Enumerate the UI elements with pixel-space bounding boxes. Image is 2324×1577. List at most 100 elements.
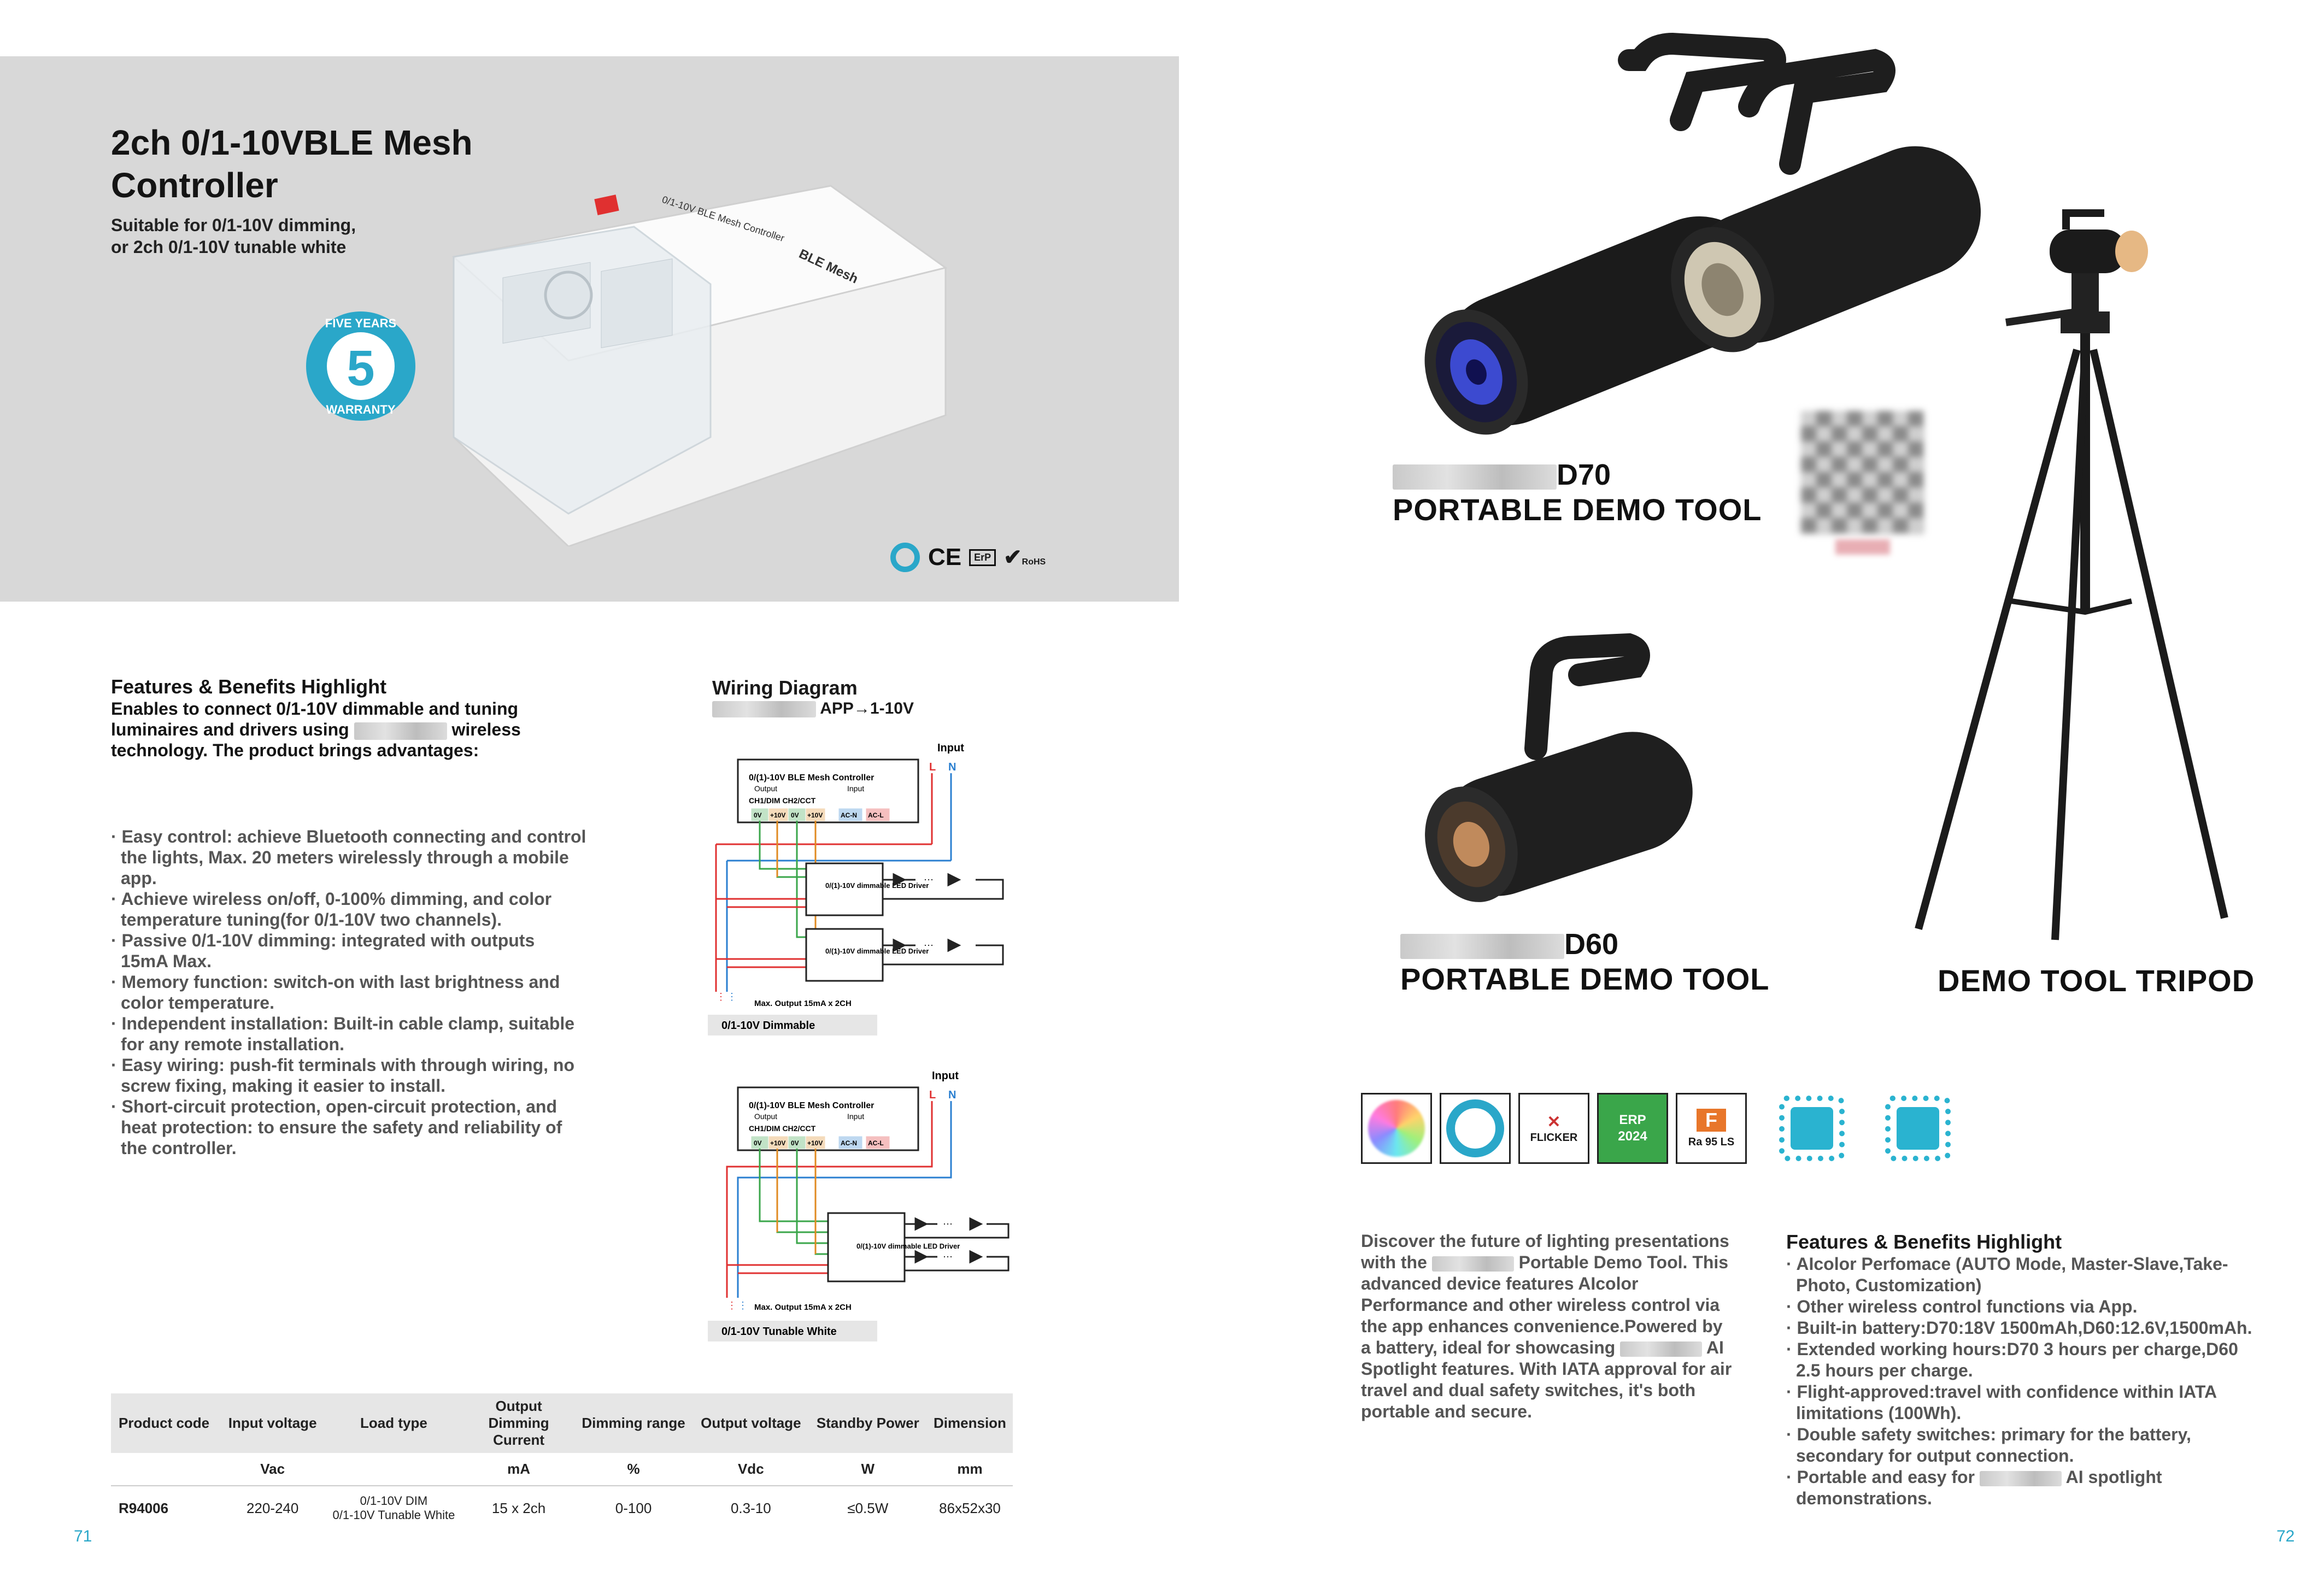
list-item: · Easy wiring: push-fit terminals with t… <box>111 1055 574 1096</box>
table-header: Load type <box>324 1393 464 1453</box>
erp-mark: ErP <box>969 549 996 566</box>
features-intro: Enables to connect 0/1-10V dimmable and … <box>111 699 521 760</box>
terminal-0v: 0V <box>754 1139 762 1147</box>
erp-icon: ERP 2024 <box>1597 1093 1668 1164</box>
max-output-label: Max. Output 15mA x 2CH <box>754 999 852 1008</box>
svg-text:⋮: ⋮ <box>727 991 737 1002</box>
wiring-title: Wiring Diagram <box>712 676 858 699</box>
table-cell: R94006 <box>119 1499 169 1516</box>
chip-color-icon <box>1771 1093 1853 1164</box>
rotate-icon <box>1440 1093 1511 1164</box>
warranty-number: 5 <box>347 340 374 396</box>
table-header: Dimension <box>927 1393 1013 1453</box>
table-header: Standby Power <box>808 1393 927 1453</box>
feature-icons-row: ✕ FLICKER ERP 2024 F Ra 95 LS <box>1361 1093 1959 1164</box>
table-cell: mm <box>927 1453 1013 1486</box>
terminal-10v: +10V <box>807 811 823 819</box>
list-item: · Portable and easy for AI spotlight dem… <box>1786 1467 2162 1508</box>
table-cell: 15 x 2ch <box>491 1499 546 1516</box>
svg-text:L: L <box>929 1089 936 1101</box>
tripod-image <box>1915 209 2228 940</box>
page-number-right: 72 <box>2276 1527 2295 1545</box>
svg-text:···: ··· <box>924 939 934 950</box>
channel-label: CH1/DIM CH2/CCT <box>749 1124 816 1133</box>
qr-code <box>1801 411 1924 556</box>
warranty-bottom-text: WARRANTY <box>326 403 395 416</box>
warranty-top-text: FIVE YEARS <box>325 316 396 330</box>
output-label: Output <box>754 1112 777 1121</box>
redacted-brand <box>1400 933 1564 959</box>
svg-text:L: L <box>929 761 936 773</box>
d60-product-image <box>1425 633 1693 902</box>
diagram-caption: 0/1-10V Dimmable <box>721 1020 815 1032</box>
list-item: · Passive 0/1-10V dimming: integrated wi… <box>111 931 535 971</box>
diagram-caption: 0/1-10V Tunable White <box>721 1326 837 1338</box>
svg-text:···: ··· <box>943 1218 953 1229</box>
list-item: · Easy control: achieve Bluetooth connec… <box>111 827 586 888</box>
page-number-left: 71 <box>74 1527 92 1545</box>
features-list: · Easy control: achieve Bluetooth connec… <box>111 826 586 1158</box>
list-item: · Achieve wireless on/off, 0-100% dimmin… <box>111 889 552 929</box>
list-item: · Short-circuit protection, open-circuit… <box>111 1097 562 1158</box>
energy-class-icon: F Ra 95 LS <box>1676 1093 1747 1164</box>
cert-icons: CE ErP ✔RoHS <box>890 541 1046 574</box>
table-header: Dimming range <box>574 1393 693 1453</box>
chip-cube-icon <box>1877 1093 1959 1164</box>
terminal-0v: 0V <box>791 811 799 819</box>
controller-label: 0/(1)-10V BLE Mesh Controller <box>749 773 874 782</box>
svg-text:⋮: ⋮ <box>727 1300 737 1311</box>
terminal-acl: AC-L <box>868 1139 884 1147</box>
spec-table: Product code Input voltage Load type Out… <box>111 1393 1013 1530</box>
terminal-0v: 0V <box>754 811 762 819</box>
input-small-label: Input <box>847 1112 864 1121</box>
list-item: · Double safety switches: primary for th… <box>1786 1425 2191 1466</box>
svg-text:N: N <box>948 1089 956 1101</box>
d70-name: PORTABLE DEMO TOOL <box>1393 492 1762 527</box>
table-cell: Vac <box>221 1453 324 1486</box>
table-cell <box>324 1453 464 1486</box>
table-units-row: Vac mA % Vdc W mm <box>111 1453 1013 1486</box>
terminal-acl: AC-L <box>868 811 884 819</box>
table-header: Input voltage <box>221 1393 324 1453</box>
list-item: · Independent installation: Built-in cab… <box>111 1014 575 1054</box>
table-cell <box>111 1453 221 1486</box>
table-row: R94006 220-240 0/1-10V DIM 0/1-10V Tunab… <box>111 1486 1013 1530</box>
product-description: Discover the future of lighting presenta… <box>1361 1231 1732 1421</box>
warranty-badge: 5 FIVE YEARS WARRANTY <box>306 311 415 421</box>
redacted-brand <box>1393 464 1557 490</box>
driver-label: 0/(1)-10V dimmable LED Driver <box>856 1242 960 1250</box>
product-subtitle: Suitable for 0/1-10V dimming, or 2ch 0/1… <box>111 215 356 257</box>
table-header: Product code <box>111 1393 221 1453</box>
svg-text:⋮: ⋮ <box>738 1300 748 1311</box>
terminal-10v: +10V <box>770 1139 785 1147</box>
d70-product-image <box>1424 32 1981 435</box>
wiring-subtitle: APP→1-10V <box>712 699 914 718</box>
table-cell: 0/1-10V DIM 0/1-10V Tunable White <box>332 1494 455 1522</box>
table-cell: % <box>574 1453 693 1486</box>
channel-label: CH1/DIM CH2/CCT <box>749 796 816 805</box>
terminal-acn: AC-N <box>841 1139 857 1147</box>
output-label: Output <box>754 784 777 793</box>
input-small-label: Input <box>847 784 864 793</box>
redacted-brand <box>354 722 447 740</box>
list-item: · Extended working hours:D70 3 hours per… <box>1786 1339 2238 1380</box>
features-title-right: Features & Benefits Highlight <box>1786 1231 2062 1253</box>
redacted-brand <box>1620 1341 1703 1357</box>
table-header: Output Dimming Current <box>463 1393 574 1453</box>
features-list-right: · AIcolor Perfomace (AUTO Mode, Master-S… <box>1786 1254 2267 1509</box>
terminal-10v: +10V <box>770 811 785 819</box>
terminal-10v: +10V <box>807 1139 823 1147</box>
page-title: 2ch 0/1-10VBLE Mesh Controller <box>111 123 473 205</box>
wiring-diagram-tunable-white: Input 0/(1)-10V BLE Mesh Controller Outp… <box>708 1070 1010 1341</box>
terminal-0v: 0V <box>791 1139 799 1147</box>
controller-device-image: 0/1-10V BLE Mesh Controller BLE Mesh <box>451 185 948 546</box>
table-cell: 0-100 <box>615 1499 652 1516</box>
list-item: · Flight-approved:travel with confidence… <box>1786 1382 2216 1423</box>
bluetooth-ring-icon <box>890 543 920 572</box>
wiring-diagram-dimmable: Input 0/(1)-10V BLE Mesh Controller Outp… <box>708 742 1004 1035</box>
table-header: Output voltage <box>693 1393 809 1453</box>
input-label: Input <box>932 1070 959 1082</box>
table-header-row: Product code Input voltage Load type Out… <box>111 1393 1013 1453</box>
svg-text:···: ··· <box>943 1251 953 1262</box>
redacted-brand <box>712 701 816 718</box>
